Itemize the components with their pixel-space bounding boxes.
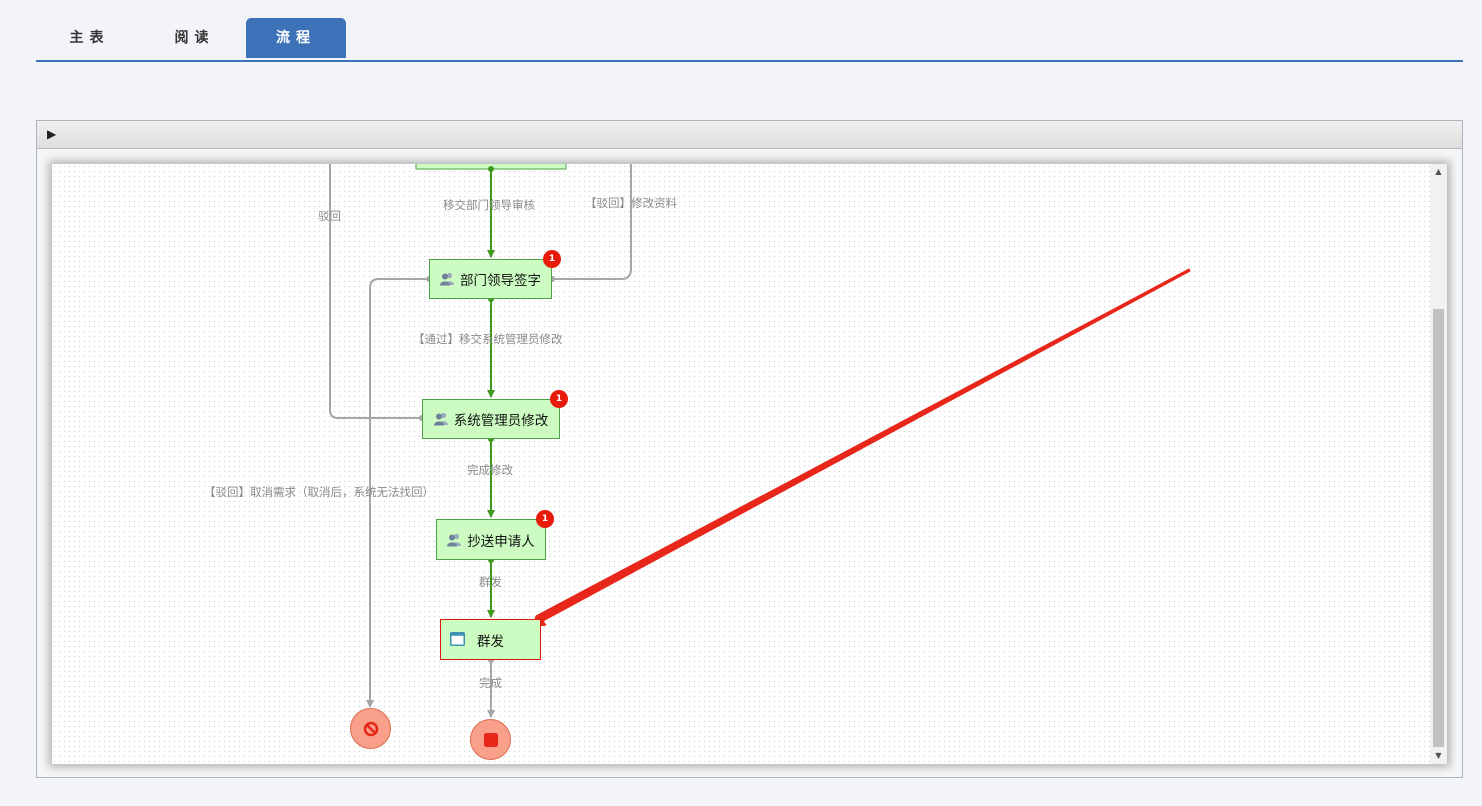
node-finish-end[interactable] bbox=[470, 719, 511, 760]
tab-reading[interactable]: 阅读 bbox=[174, 30, 215, 46]
cancel-icon bbox=[363, 721, 378, 736]
edge-label-to-dept-leader: 移交部门领导审核 bbox=[443, 198, 535, 212]
edge-label-reject-cancel: 【驳回】取消需求（取消后，系统无法找回） bbox=[204, 485, 434, 499]
pending-count-badge: 1 bbox=[536, 510, 554, 528]
pending-count-badge: 1 bbox=[543, 250, 561, 268]
tab-workflow[interactable]: 流程 bbox=[246, 18, 346, 58]
edge-label-pass-to-admin: 【通过】移交系统管理员修改 bbox=[413, 332, 563, 346]
vertical-scrollbar[interactable]: ▲ ▼ bbox=[1430, 164, 1447, 764]
edge-label-reject-left: 驳回 bbox=[318, 209, 341, 223]
tab-bar: 主表 阅读 流程 bbox=[36, 18, 1463, 62]
node-cancel-end[interactable] bbox=[350, 708, 391, 749]
pending-count-badge: 1 bbox=[550, 390, 568, 408]
stop-icon bbox=[483, 732, 498, 747]
users-icon bbox=[447, 533, 462, 546]
panel-header: ▶ bbox=[37, 121, 1462, 149]
edge-reject-cancel bbox=[366, 278, 429, 708]
edge-label-group-send: 群发 bbox=[479, 575, 502, 589]
tab-main-table[interactable]: 主表 bbox=[69, 30, 110, 46]
scroll-down-arrow-icon[interactable]: ▼ bbox=[1435, 751, 1442, 760]
scroll-up-arrow-icon[interactable]: ▲ bbox=[1435, 167, 1442, 176]
node-dept-leader-sign[interactable]: 部门领导签字 bbox=[429, 259, 552, 299]
flow-connectors bbox=[329, 164, 1191, 718]
node-label: 抄送申请人 bbox=[467, 533, 535, 550]
node-cc-applicant[interactable]: 抄送申请人 bbox=[436, 519, 546, 560]
edge-reject-left bbox=[329, 164, 422, 419]
node-sysadmin-modify[interactable]: 系统管理员修改 bbox=[422, 399, 560, 439]
flow-canvas[interactable]: 驳回 移交部门领导审核 【驳回】修改资料 【通过】移交系统管理员修改 完成修改 … bbox=[52, 164, 1447, 764]
node-label: 部门领导签字 bbox=[460, 273, 541, 289]
node-label: 系统管理员修改 bbox=[453, 413, 549, 429]
edge-label-done-modify: 完成修改 bbox=[467, 463, 513, 477]
edge-reject-modify bbox=[552, 164, 632, 280]
node-group-send[interactable]: 群发 bbox=[440, 619, 541, 660]
edge-label-reject-modify: 【驳回】修改资料 bbox=[585, 196, 677, 210]
users-icon bbox=[440, 272, 454, 286]
users-icon bbox=[433, 412, 448, 426]
edge-label-complete: 完成 bbox=[479, 676, 502, 690]
expand-toggle-icon[interactable]: ▶ bbox=[47, 127, 57, 141]
window-icon bbox=[450, 632, 465, 646]
annotation-arrow bbox=[524, 268, 1191, 629]
scroll-thumb[interactable] bbox=[1433, 309, 1444, 747]
node-label: 群发 bbox=[477, 633, 504, 650]
